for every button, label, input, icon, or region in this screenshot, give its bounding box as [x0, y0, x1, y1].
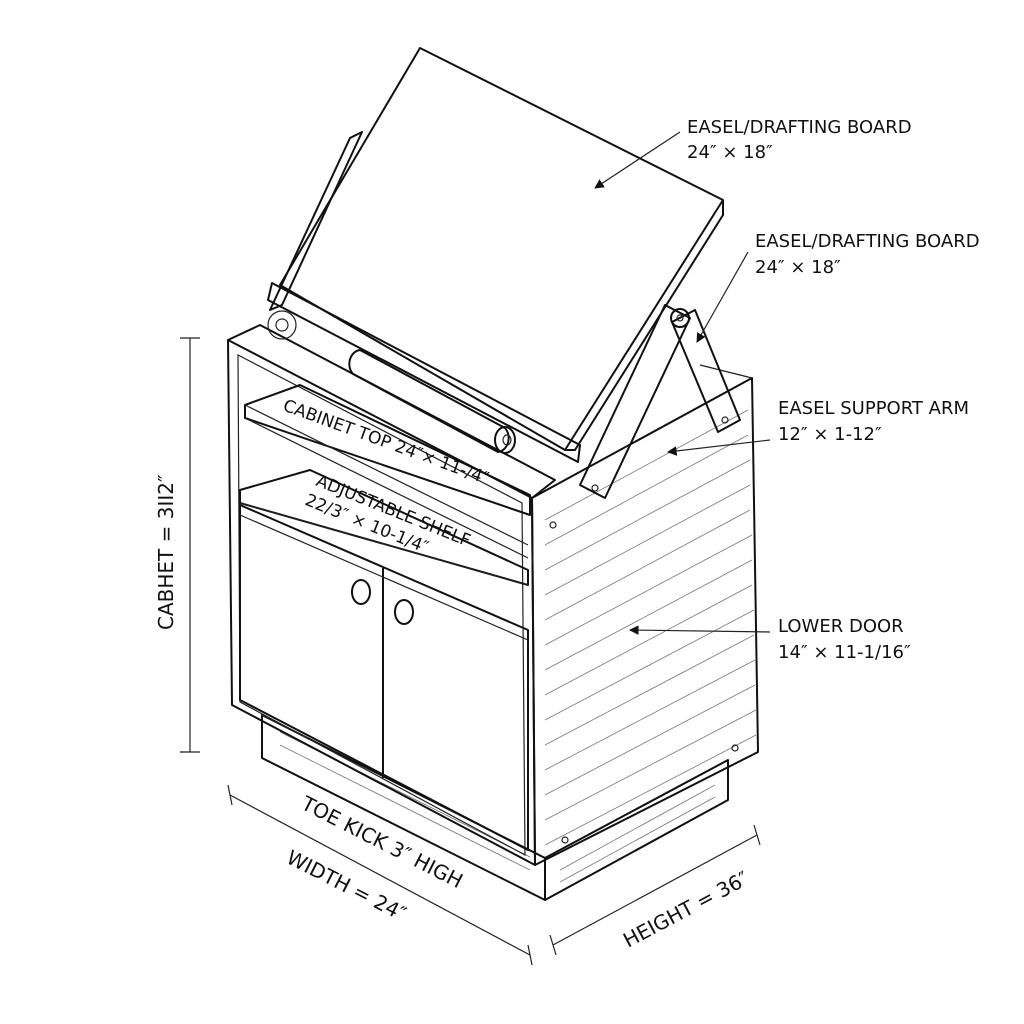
shelf-label: ADJUSTABLE SHELF 22/3″ × 10-1/4″: [302, 471, 473, 558]
cabinet-side-panel: [531, 377, 759, 866]
svg-text:24″ × 18″: 24″ × 18″: [687, 142, 773, 163]
door-pull-left: [351, 579, 371, 605]
svg-text:EASEL SUPPORT ARM: EASEL SUPPORT ARM: [778, 398, 969, 419]
callout-drafting-board-1: EASEL/DRAFTING BOARD 24″ × 18″: [594, 117, 912, 189]
svg-text:24″ × 18″: 24″ × 18″: [755, 257, 841, 278]
svg-text:12″ × 1-12″: 12″ × 1-12″: [778, 424, 882, 445]
easel-support-arm: [579, 304, 741, 499]
adjustable-shelf: [239, 469, 529, 586]
callout-support-arm: EASEL SUPPORT ARM 12″ × 1-12″: [667, 398, 969, 456]
callout-lower-door: LOWER DOOR 14″ × 11-1/16″: [629, 616, 911, 663]
door-pull-right: [394, 599, 414, 625]
svg-text:EASEL/DRAFTING BOARD: EASEL/DRAFTING BOARD: [755, 231, 980, 252]
lower-doors: [239, 504, 529, 851]
cabinet-top-shelf: [244, 384, 531, 559]
dimension-width: TOE KICK 3″ HIGH WIDTH = 24″: [227, 784, 533, 966]
drafting-board: [267, 47, 724, 463]
svg-text:LOWER DOOR: LOWER DOOR: [778, 616, 904, 637]
paper-roll: [348, 349, 516, 454]
svg-text:14″ × 11-1/16″: 14″ × 11-1/16″: [778, 642, 911, 663]
callout-drafting-board-2: EASEL/DRAFTING BOARD 24″ × 18″: [696, 231, 980, 343]
svg-text:EASEL/DRAFTING BOARD: EASEL/DRAFTING BOARD: [687, 117, 912, 138]
dimension-height: HEIGHT = 36″: [549, 824, 761, 956]
svg-text:CABHET = 3II2″: CABHET = 3II2″: [154, 475, 178, 630]
dimension-cabinet-height: CABHET = 3II2″: [154, 337, 200, 753]
svg-text:HEIGHT = 36″: HEIGHT = 36″: [619, 866, 753, 952]
